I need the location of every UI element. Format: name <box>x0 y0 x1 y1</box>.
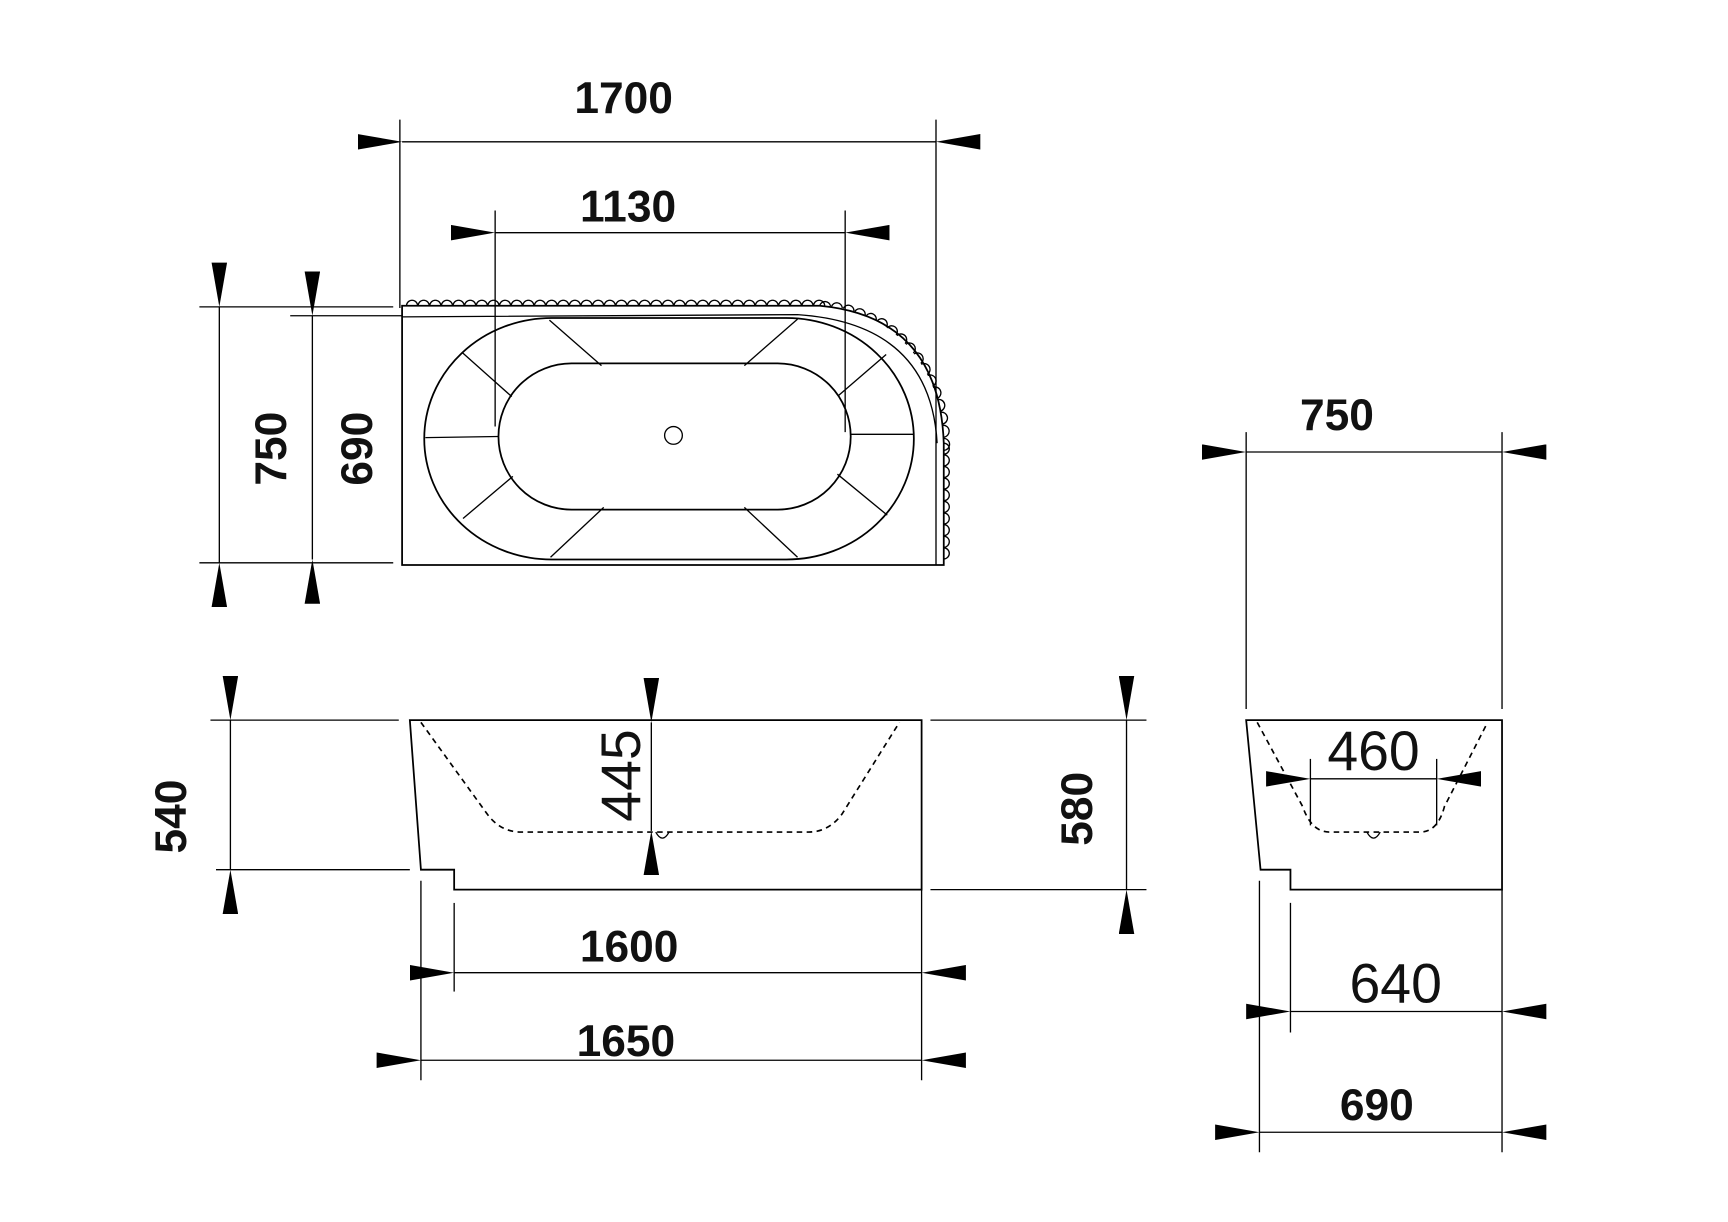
dim-base-length: 1600 <box>580 923 679 972</box>
tub-outline-end <box>1245 719 1503 891</box>
outer-oval <box>423 317 915 561</box>
dim-width-overall: 750 <box>247 412 296 486</box>
dim-length-overall: 1700 <box>574 74 673 123</box>
tub-outline-side <box>408 719 923 891</box>
drain-icon <box>663 425 684 445</box>
side-view: 540 445 580 1600 1650 <box>147 675 1147 1081</box>
dim-bottom-length: 1650 <box>577 1017 676 1066</box>
scalloped-edge <box>405 299 951 560</box>
scallop-bead <box>405 299 951 560</box>
rim-inner-line <box>402 313 938 444</box>
inner-profile-end-dashed <box>1256 721 1489 833</box>
end-view: 750 460 640 690 <box>1201 391 1547 1153</box>
dim-width-top: 750 <box>1300 391 1374 440</box>
inner-profile-dashed <box>420 721 901 833</box>
radial-lines <box>425 318 914 558</box>
tub-outline-top <box>401 304 945 566</box>
dim-inner-length: 1130 <box>580 183 676 232</box>
drain-notch <box>655 831 670 839</box>
dim-depth: 445 <box>590 729 652 821</box>
top-view: 1700 1130 750 690 <box>199 74 981 608</box>
inner-basin <box>497 362 852 511</box>
dim-inner-width: 460 <box>1327 720 1419 782</box>
dim-width-inner: 690 <box>333 412 382 486</box>
dim-bottom-width: 690 <box>1340 1081 1414 1130</box>
dim-height-back: 540 <box>147 780 196 854</box>
dim-height-front: 580 <box>1053 772 1102 846</box>
dim-base-width: 640 <box>1349 953 1441 1015</box>
